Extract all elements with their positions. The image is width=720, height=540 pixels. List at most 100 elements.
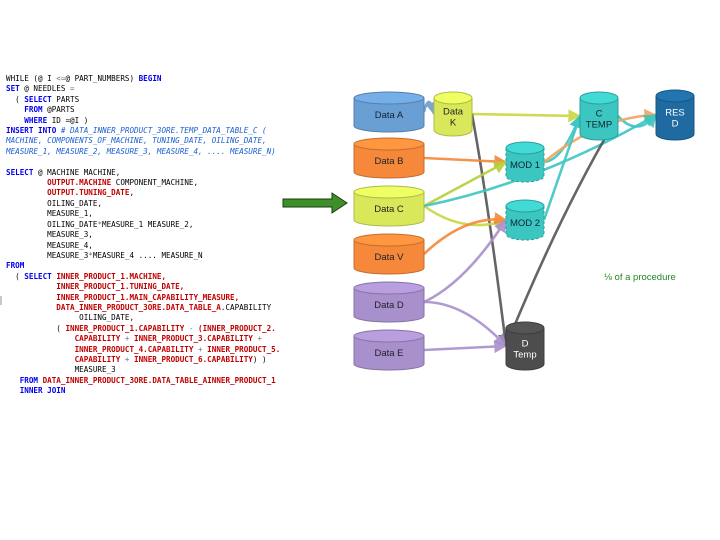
code-token: (	[6, 271, 25, 281]
code-token: =	[70, 84, 75, 94]
code-token: CAPABILITY	[74, 334, 121, 344]
code-token: INSERT INTO	[6, 126, 57, 136]
code-line: OILING_DATE,	[6, 313, 134, 322]
node-label-line: MOD 1	[510, 160, 540, 171]
code-token: @ NEEDLES	[19, 84, 71, 94]
code-token: INNER_PRODUCT_6.CAPABILITY	[134, 354, 253, 364]
code-line: MEASURE_3	[6, 365, 116, 374]
edge-data-a-to-data-k	[422, 100, 438, 116]
code-line: WHILE (@ I <=@ PART_NUMBERS) BEGIN	[6, 74, 161, 83]
node-label-line: Data	[443, 107, 464, 118]
code-token: ) )	[252, 354, 267, 364]
code-token: OILING_DATE	[6, 219, 98, 229]
code-token: SELECT	[24, 94, 52, 104]
edge-data-e-to-d-temp	[423, 340, 508, 354]
node-label-line: Data C	[374, 204, 404, 215]
node-data-b: Data B	[353, 137, 425, 179]
code-token	[6, 116, 24, 125]
code-token: SELECT	[6, 167, 34, 177]
code-line: INNER_PRODUCT_1.MAIN_CAPABILITY_MEASURE,	[6, 293, 239, 302]
code-line: MEASURE_1,	[6, 209, 93, 218]
code-line: ( SELECT INNER_PRODUCT_1.MACHINE,	[6, 272, 166, 281]
code-token: BEGIN	[138, 74, 162, 83]
code-token: MEASURE_3	[6, 250, 89, 260]
node-data-d: Data D	[353, 281, 425, 323]
code-token: SELECT	[24, 271, 52, 281]
code-token: OUTPUT.MACHINE	[47, 178, 112, 188]
edge-data-k-to-c-temp	[471, 109, 582, 123]
node-label: Data C	[374, 204, 404, 215]
code-token: MACHINE, COMPONENTS_OF_MACHINE, TUNING_D…	[6, 136, 267, 146]
code-line: WHERE ID =@I )	[6, 116, 88, 125]
code-token: MEASURE_1 MEASURE_2,	[102, 219, 194, 229]
node-label-line: TEMP	[586, 120, 612, 131]
code-token: CAPABILITY	[74, 354, 121, 364]
code-line: MEASURE_3,	[6, 230, 93, 239]
code-token: FROM	[24, 105, 43, 115]
code-token: DATA_INNER_PRODUCT_3ORE.DATA_TABLE_A	[56, 302, 221, 312]
code-token	[6, 188, 47, 197]
code-token: *	[97, 219, 103, 229]
code-token: +	[120, 354, 135, 364]
code-line: DATA_INNER_PRODUCT_3ORE.DATA_TABLE_A.CAP…	[6, 303, 271, 312]
code-token: .CAPABILITY	[220, 302, 272, 312]
code-token: INNER_PRODUCT_4.CAPABILITY	[74, 344, 194, 354]
node-label: Data V	[374, 252, 404, 263]
node-data-a: Data A	[353, 91, 425, 133]
code-token: MEASURE_3,	[6, 230, 93, 240]
edge-data-d-to-d-temp	[423, 300, 507, 347]
code-token	[6, 376, 20, 385]
code-token: # DATA_INNER_PRODUCT_3ORE.TEMP_DATA_TABL…	[56, 126, 267, 136]
dataflow-diagram: Data A Data B Data C Data V Data D Data E Data…	[353, 89, 695, 371]
code-token: MEASURE_1,	[6, 209, 93, 219]
code-line: FROM @PARTS	[6, 105, 74, 115]
node-label-line: Data D	[374, 300, 404, 311]
code-token	[6, 355, 75, 364]
code-line: FROM DATA_INNER_PRODUCT_3ORE.DATA_TABLE_…	[6, 376, 276, 385]
nodes-layer: Data A Data B Data C Data V Data D Data E Data…	[353, 89, 695, 371]
code-token	[6, 386, 20, 395]
code-line: MACHINE, COMPONENTS_OF_MACHINE, TUNING_D…	[6, 136, 267, 145]
slide-edge-mark	[0, 296, 2, 305]
node-label-line: Data E	[374, 348, 403, 359]
code-line: OUTPUT.TUNING_DATE,	[6, 188, 134, 197]
node-label-line: D	[672, 119, 679, 130]
code-line: CAPABILITY + INNER_PRODUCT_6.CAPABILITY)…	[6, 355, 267, 364]
code-token: ID =@I )	[47, 115, 89, 125]
code-line: SET @ NEEDLES =	[6, 84, 75, 93]
code-token: +	[120, 334, 135, 344]
code-line: INSERT INTO # DATA_INNER_PRODUCT_3ORE.TE…	[6, 126, 267, 135]
right-arrow-icon	[282, 192, 348, 214]
code-line: INNER_PRODUCT_1.TUNING_DATE,	[6, 282, 184, 291]
code-token: MEASURE_4,	[6, 240, 93, 250]
code-token: MEASURE_4 .... MEASURE_N	[92, 250, 203, 260]
code-line: MEASURE_1, MEASURE_2, MEASURE_3, MEASURE…	[6, 147, 276, 156]
node-label-line: MOD 2	[510, 218, 540, 229]
code-token: ,	[129, 188, 135, 198]
edge-data-k-to-d-temp	[470, 113, 512, 348]
code-line: ( SELECT PARTS	[6, 95, 79, 104]
code-token: (	[6, 94, 25, 104]
code-line: MEASURE_4,	[6, 241, 93, 250]
edges-layer	[422, 100, 658, 354]
code-token: DATA_INNER_PRODUCT_3ORE.DATA_TABLE_AINNE…	[42, 375, 276, 385]
node-label-line: RES	[665, 108, 685, 119]
node-label: MOD 1	[510, 160, 540, 171]
code-token: -	[188, 323, 194, 333]
code-token: @ MACHINE MACHINE,	[33, 167, 121, 177]
code-token: PARTS	[51, 94, 80, 104]
node-label: MOD 2	[510, 218, 540, 229]
code-line: CAPABILITY + INNER_PRODUCT_3.CAPABILITY …	[6, 334, 262, 343]
node-label: Data B	[374, 156, 403, 167]
sql-code-listing: WHILE (@ I <=@ PART_NUMBERS) BEGIN SET @…	[6, 74, 280, 397]
code-token	[6, 293, 56, 302]
code-token: FROM	[19, 375, 39, 385]
code-token: OUTPUT.TUNING_DATE	[47, 188, 130, 198]
code-token: WHILE (@ I	[6, 74, 57, 83]
